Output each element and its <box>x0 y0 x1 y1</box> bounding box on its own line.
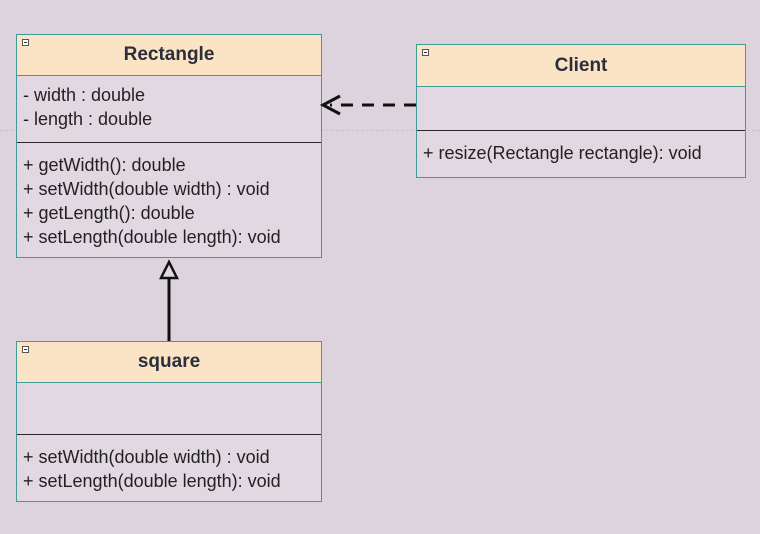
class-client-name: Client <box>554 54 608 76</box>
class-rectangle-methods: + getWidth(): double + setWidth(double w… <box>17 142 321 249</box>
method-item: + getWidth(): double <box>23 155 186 175</box>
class-square-methods: + setWidth(double width) : void + setLen… <box>17 434 321 493</box>
method-item: + setLength(double length): void <box>23 471 281 491</box>
class-square-name: square <box>137 351 201 372</box>
class-client-methods: + resize(Rectangle rectangle): void <box>417 130 745 165</box>
class-rectangle-attributes: - width : double - length : double <box>17 76 321 142</box>
inheritance-arrowhead-icon <box>158 259 180 280</box>
generalization-connector[interactable] <box>158 259 180 341</box>
class-client-header[interactable]: Client <box>417 45 745 87</box>
attribute-item: - length : double <box>23 109 153 129</box>
class-square[interactable]: square + setWidth(double width) : void +… <box>16 341 322 502</box>
dependency-connector[interactable] <box>319 94 416 116</box>
class-rectangle-name: Rectangle <box>123 44 215 65</box>
method-item: + setLength(double length): void <box>23 227 281 247</box>
class-rectangle[interactable]: Rectangle - width : double - length : do… <box>16 34 322 258</box>
canvas-guide-line <box>0 130 760 131</box>
method-item: + setWidth(double width) : void <box>23 179 270 199</box>
method-item: + getLength(): double <box>23 203 195 223</box>
method-item: + resize(Rectangle rectangle): void <box>423 143 702 163</box>
collapse-icon[interactable] <box>422 49 429 56</box>
class-square-header[interactable]: square <box>17 342 321 383</box>
collapse-icon[interactable] <box>22 39 29 46</box>
method-item: + setWidth(double width) : void <box>23 447 270 467</box>
class-client[interactable]: Client + resize(Rectangle rectangle): vo… <box>416 44 746 178</box>
collapse-icon[interactable] <box>22 346 29 353</box>
attribute-item: - width : double <box>23 85 146 105</box>
class-rectangle-header[interactable]: Rectangle <box>17 35 321 76</box>
